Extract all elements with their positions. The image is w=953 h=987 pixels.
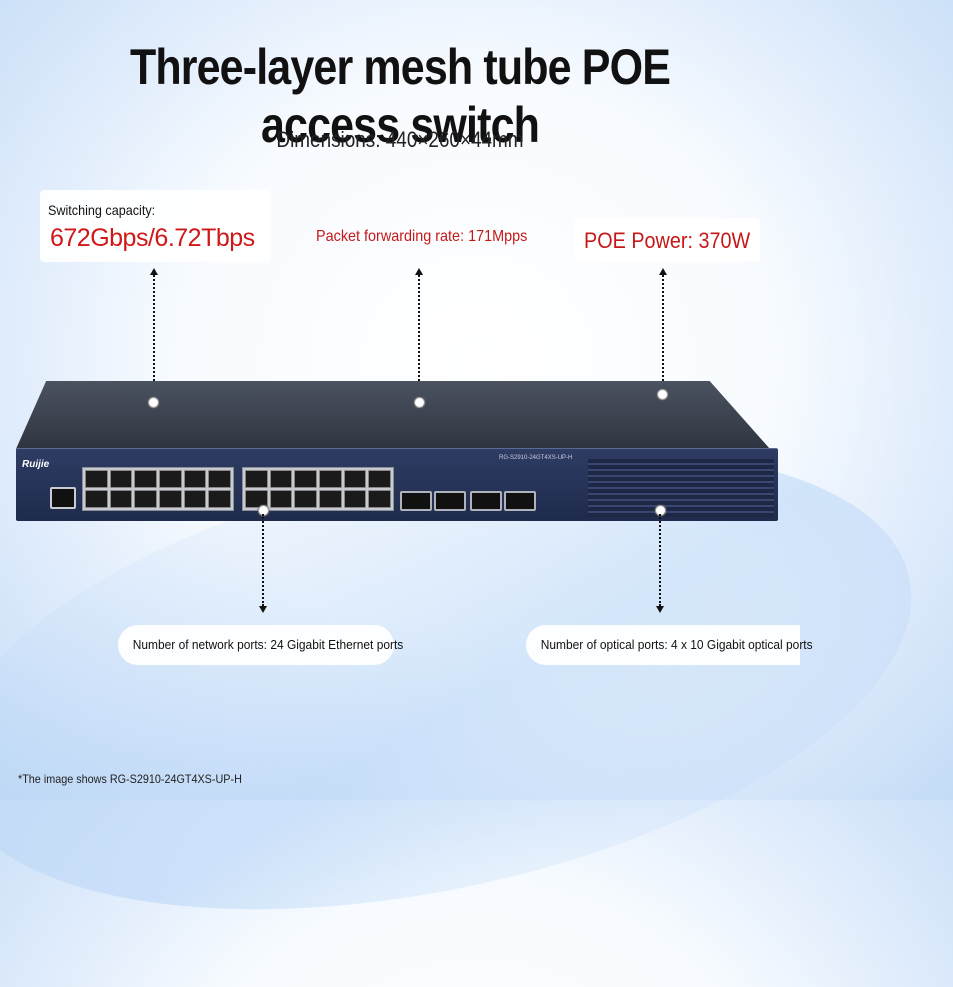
rj45-port bbox=[208, 490, 231, 508]
callout-arrow-poe bbox=[659, 268, 667, 275]
rj45-port bbox=[368, 490, 391, 508]
rj45-port-block-1 bbox=[82, 467, 234, 511]
rj45-port bbox=[158, 490, 182, 508]
rj45-port bbox=[85, 470, 108, 488]
rj45-port bbox=[343, 470, 367, 488]
sfp-port bbox=[400, 491, 432, 511]
rj45-port bbox=[183, 470, 207, 488]
rj45-port bbox=[109, 490, 133, 508]
brand-logo: Ruijie bbox=[22, 459, 50, 470]
rj45-port bbox=[245, 490, 268, 508]
vent-grille bbox=[588, 459, 774, 517]
switch-front-panel: Ruijie RG-S2910-24GT4XS-UP-H bbox=[16, 448, 778, 521]
rj45-port bbox=[158, 470, 182, 488]
rj45-port bbox=[208, 470, 231, 488]
callout-line-switching bbox=[153, 275, 155, 397]
switching-capacity-card: Switching capacity: 672Gbps/6.72Tbps bbox=[40, 190, 270, 262]
poe-power-text: POE Power: 370W bbox=[584, 228, 751, 253]
packet-forwarding-text: Packet forwarding rate: 171Mpps bbox=[316, 228, 528, 245]
marker-dot-packet bbox=[414, 397, 425, 408]
callout-arrow-optical bbox=[656, 606, 664, 613]
marker-dot-poe bbox=[657, 389, 668, 400]
rj45-port bbox=[318, 470, 342, 488]
sfp-port bbox=[434, 491, 466, 511]
rj45-port bbox=[85, 490, 108, 508]
network-ports-text: Number of network ports: 24 Gigabit Ethe… bbox=[132, 637, 404, 652]
rj45-port bbox=[245, 470, 268, 488]
console-port bbox=[50, 487, 76, 509]
rj45-port bbox=[294, 470, 317, 488]
network-ports-pill: Number of network ports: 24 Gigabit Ethe… bbox=[118, 625, 403, 665]
callout-line-network bbox=[262, 514, 264, 606]
optical-ports-text: Number of optical ports: 4 x 10 Gigabit … bbox=[540, 637, 813, 652]
poe-power-card: POE Power: 370W bbox=[574, 218, 760, 262]
page-title: Three-layer mesh tube POE access switch bbox=[129, 39, 671, 153]
callout-line-poe bbox=[662, 275, 664, 389]
sfp-port bbox=[470, 491, 502, 511]
rj45-port bbox=[134, 470, 157, 488]
rj45-port-block-2 bbox=[242, 467, 394, 511]
rj45-port bbox=[134, 490, 157, 508]
rj45-port bbox=[294, 490, 317, 508]
callout-arrow-packet bbox=[415, 268, 423, 275]
switch-top-panel bbox=[16, 381, 770, 449]
callout-arrow-switching bbox=[150, 268, 158, 275]
rj45-port bbox=[269, 490, 293, 508]
callout-line-optical bbox=[659, 514, 661, 606]
rj45-port bbox=[368, 470, 391, 488]
switching-capacity-value: 672Gbps/6.72Tbps bbox=[50, 224, 255, 252]
rj45-port bbox=[343, 490, 367, 508]
rj45-port bbox=[109, 470, 133, 488]
callout-line-packet bbox=[418, 275, 420, 397]
optical-ports-pill: Number of optical ports: 4 x 10 Gigabit … bbox=[526, 625, 813, 665]
footnote: *The image shows RG-S2910-24GT4XS-UP-H bbox=[18, 772, 242, 786]
dimensions-text: Dimensions: 440×260×44mm bbox=[276, 127, 524, 152]
callout-arrow-network bbox=[259, 606, 267, 613]
model-label: RG-S2910-24GT4XS-UP-H bbox=[499, 455, 573, 461]
rj45-port bbox=[318, 490, 342, 508]
switching-capacity-label: Switching capacity: bbox=[48, 202, 156, 218]
marker-dot-switching bbox=[148, 397, 159, 408]
rj45-port bbox=[269, 470, 293, 488]
rj45-port bbox=[183, 490, 207, 508]
sfp-port bbox=[504, 491, 536, 511]
